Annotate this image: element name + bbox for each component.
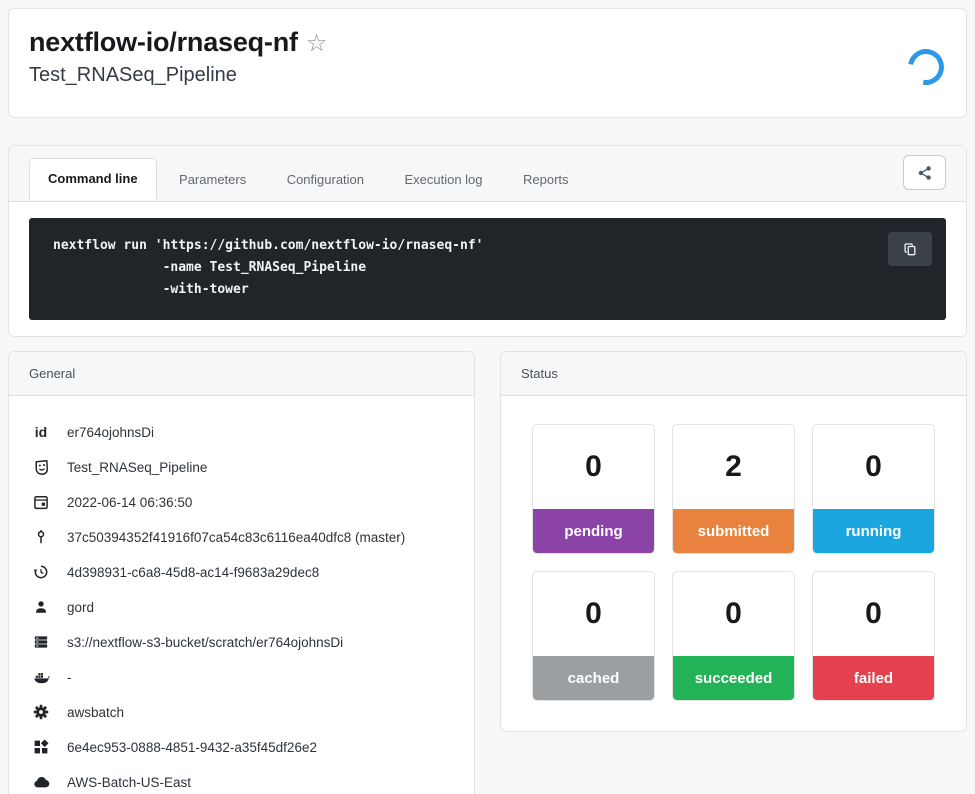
cloud-icon [31, 774, 51, 791]
apps-grid-icon [31, 739, 51, 755]
copy-command-button[interactable] [888, 232, 932, 266]
commit-id-value: 37c50394352f41916f07ca54c83c6116ea40dfc8… [67, 529, 406, 545]
compute-env-name-value: AWS-Batch-US-East [67, 774, 192, 790]
gear-icon [31, 704, 51, 720]
status-card-submitted[interactable]: 2 submitted [672, 424, 795, 555]
run-name-mask-icon [31, 459, 51, 476]
status-card-running[interactable]: 0 running [812, 424, 935, 555]
general-row-executor: awsbatch [31, 702, 454, 722]
docker-whale-icon [31, 669, 51, 686]
general-panel: General id er764ojohnsDi Test_RNASeq_Pip… [8, 351, 475, 794]
share-network-icon [918, 165, 931, 180]
server-icon [31, 634, 51, 650]
id-text-label: id [34, 424, 48, 441]
user-name-value: gord [67, 599, 95, 615]
pending-label: pending [533, 509, 654, 554]
tab-command-line[interactable]: Command line [29, 158, 157, 200]
succeeded-label: succeeded [673, 656, 794, 701]
run-header-card: nextflow-io/rnaseq-nf ☆ Test_RNASeq_Pipel… [8, 8, 967, 118]
tab-execution-log[interactable]: Execution log [404, 172, 483, 187]
git-commit-icon [31, 529, 51, 545]
status-cards: 0 pending 2 submitted 0 running 0 cached [501, 396, 966, 731]
details-card: Command line Parameters Configuration Ex… [8, 145, 967, 338]
tab-configuration[interactable]: Configuration [286, 172, 365, 187]
start-date-value: 2022-06-14 06:36:50 [67, 494, 193, 510]
page-title: nextflow-io/rnaseq-nf ☆ [29, 27, 946, 58]
general-row-workflow-id: id er764ojohnsDi [31, 422, 454, 442]
general-row-compute-env-name: AWS-Batch-US-East [31, 772, 454, 792]
general-row-user: gord [31, 597, 454, 617]
run-name-value: Test_RNASeq_Pipeline [67, 459, 208, 475]
status-card-cached[interactable]: 0 cached [532, 571, 655, 702]
command-line-tab-panel: nextflow run 'https://github.com/nextflo… [9, 202, 966, 336]
session-id-value: 4d398931-c6a8-45d8-ac14-f9683a29dec8 [67, 564, 320, 580]
history-icon [31, 564, 51, 580]
general-row-start-date: 2022-06-14 06:36:50 [31, 492, 454, 512]
share-button[interactable] [903, 155, 946, 190]
running-count: 0 [865, 450, 882, 484]
general-row-compute-env-id: 6e4ec953-0888-4851-9432-a35f45df26e2 [31, 737, 454, 757]
cached-count: 0 [585, 597, 602, 631]
general-row-work-directory: s3://nextflow-s3-bucket/scratch/er764ojo… [31, 632, 454, 652]
general-row-session-id: 4d398931-c6a8-45d8-ac14-f9683a29dec8 [31, 562, 454, 582]
container-value: - [67, 669, 72, 685]
failed-label: failed [813, 656, 934, 701]
status-panel-title: Status [501, 352, 966, 397]
tab-parameters[interactable]: Parameters [179, 172, 247, 187]
star-favorite-icon[interactable]: ☆ [305, 30, 328, 57]
general-panel-title: General [9, 352, 474, 397]
succeeded-count: 0 [725, 597, 742, 631]
workflow-id-value: er764ojohnsDi [67, 424, 155, 440]
compute-env-id-value: 6e4ec953-0888-4851-9432-a35f45df26e2 [67, 739, 317, 755]
tab-bar: Command line Parameters Configuration Ex… [9, 146, 966, 202]
tab-reports[interactable]: Reports [522, 172, 569, 187]
status-panel: Status 0 pending 2 submitted 0 running [500, 351, 967, 733]
general-row-container: - [31, 667, 454, 687]
executor-value: awsbatch [67, 704, 125, 720]
pipeline-title: nextflow-io/rnaseq-nf [29, 27, 298, 57]
submitted-count: 2 [725, 450, 742, 484]
pending-count: 0 [585, 450, 602, 484]
status-card-pending[interactable]: 0 pending [532, 424, 655, 555]
nextflow-command: nextflow run 'https://github.com/nextflo… [29, 218, 946, 321]
user-icon [31, 599, 51, 615]
cached-label: cached [533, 656, 654, 701]
copy-icon [903, 242, 915, 255]
work-directory-value: s3://nextflow-s3-bucket/scratch/er764ojo… [67, 634, 344, 650]
failed-count: 0 [865, 597, 882, 631]
status-card-succeeded[interactable]: 0 succeeded [672, 571, 795, 702]
calendar-icon [31, 494, 51, 510]
running-label: running [813, 509, 934, 554]
general-row-commit: 37c50394352f41916f07ca54c83c6116ea40dfc8… [31, 527, 454, 547]
general-row-run-name: Test_RNASeq_Pipeline [31, 457, 454, 477]
status-card-failed[interactable]: 0 failed [812, 571, 935, 702]
submitted-label: submitted [673, 509, 794, 554]
run-name-subtitle: Test_RNASeq_Pipeline [29, 64, 237, 86]
general-rows: id er764ojohnsDi Test_RNASeq_Pipeline [9, 396, 474, 794]
